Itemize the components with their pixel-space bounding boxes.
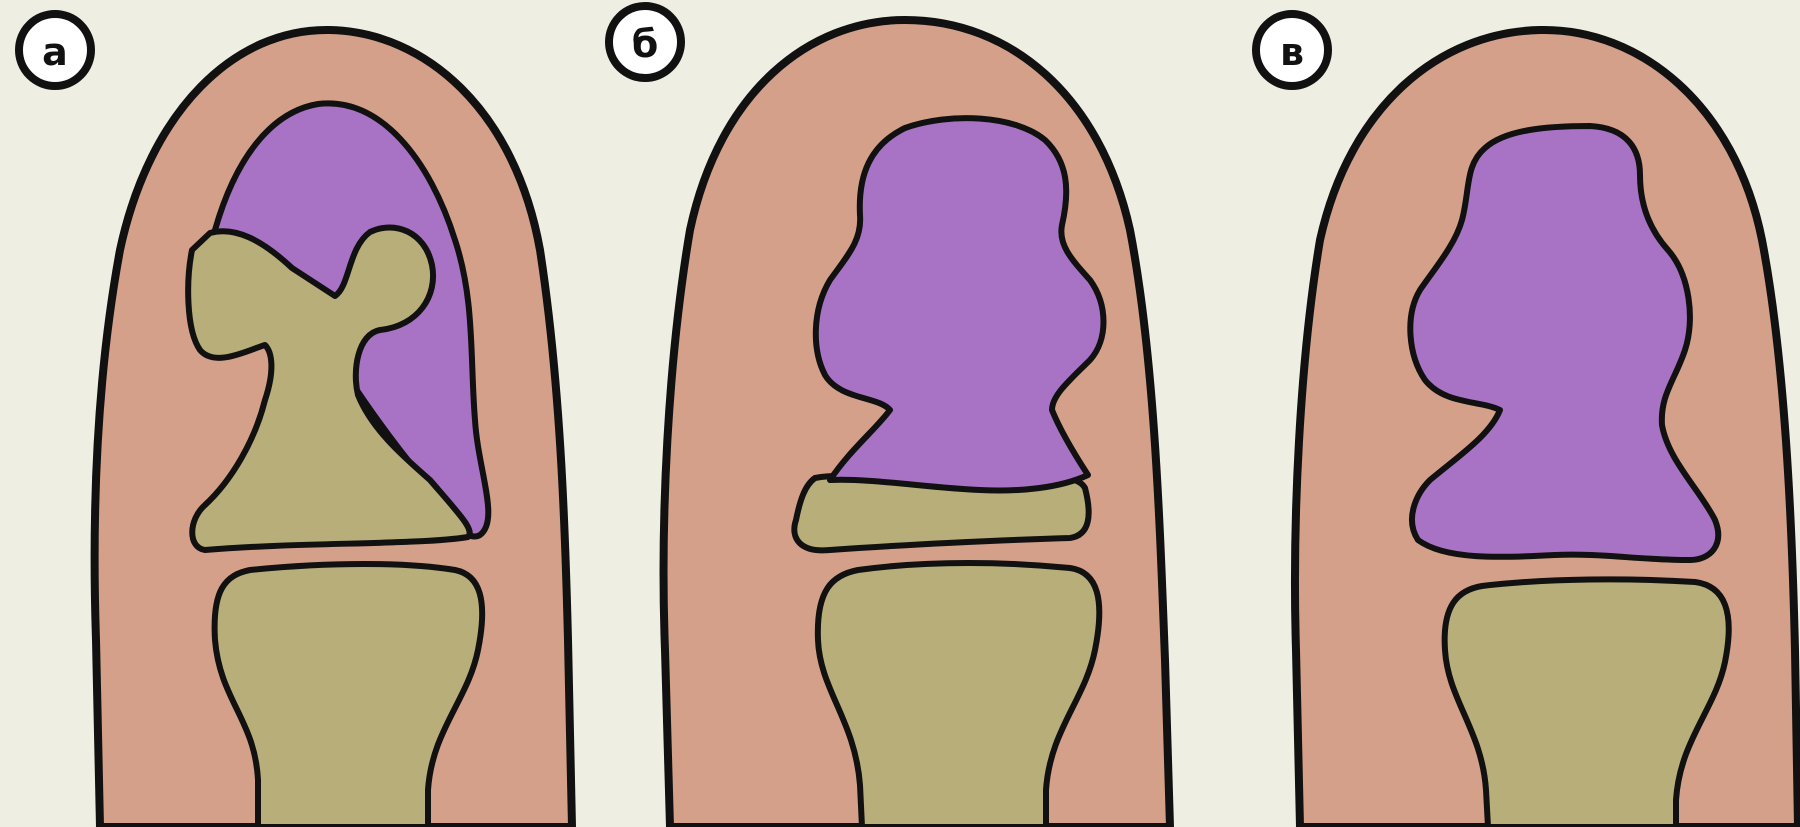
label-text-b: б bbox=[632, 22, 659, 66]
panel-a bbox=[95, 30, 572, 827]
panel-b bbox=[664, 20, 1170, 827]
panel-c bbox=[1295, 30, 1798, 827]
panel-label-b: б bbox=[609, 6, 681, 78]
panel-label-a: а bbox=[19, 14, 91, 86]
label-text-c: в bbox=[1280, 30, 1304, 74]
panel-label-c: в bbox=[1256, 14, 1328, 86]
label-text-a: а bbox=[42, 30, 68, 74]
